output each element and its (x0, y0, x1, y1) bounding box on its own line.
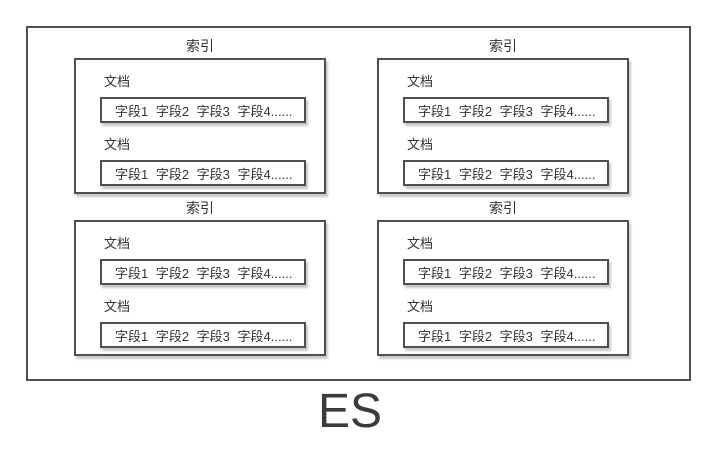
document-label: 文档 (407, 74, 434, 89)
fields-box: 字段1 字段2 字段3 字段4...... (403, 160, 609, 186)
fields-text: 字段1 字段2 字段3 字段4...... (418, 166, 596, 182)
fields-text: 字段1 字段2 字段3 字段4...... (115, 328, 293, 344)
fields-box: 字段1 字段2 字段3 字段4...... (100, 97, 306, 123)
index-label: 索引 (489, 38, 517, 54)
document-label: 文档 (104, 74, 131, 89)
fields-text: 字段1 字段2 字段3 字段4...... (115, 166, 293, 182)
fields-text: 字段1 字段2 字段3 字段4...... (115, 265, 293, 281)
document-label: 文档 (407, 299, 434, 314)
document-label: 文档 (407, 137, 434, 152)
document-section: 文档 字段1 字段2 字段3 字段4...... (403, 137, 627, 186)
fields-box: 字段1 字段2 字段3 字段4...... (100, 259, 306, 285)
es-cluster-box: 索引 文档 字段1 字段2 字段3 字段4...... 文档 字段1 字段2 字… (26, 26, 691, 381)
index-label: 索引 (489, 200, 517, 216)
fields-box: 字段1 字段2 字段3 字段4...... (100, 322, 306, 348)
document-section: 文档 字段1 字段2 字段3 字段4...... (403, 74, 627, 123)
document-section: 文档 字段1 字段2 字段3 字段4...... (100, 137, 324, 186)
document-label: 文档 (104, 236, 131, 251)
index-box: 文档 字段1 字段2 字段3 字段4...... 文档 字段1 字段2 字段3 … (74, 220, 326, 356)
index-label: 索引 (186, 38, 214, 54)
fields-box: 字段1 字段2 字段3 字段4...... (403, 322, 609, 348)
index-label: 索引 (186, 200, 214, 216)
index-group: 索引 文档 字段1 字段2 字段3 字段4...... 文档 字段1 字段2 字… (74, 36, 326, 194)
document-label: 文档 (407, 236, 434, 251)
diagram-title: ES (317, 385, 383, 438)
document-label: 文档 (104, 137, 131, 152)
fields-text: 字段1 字段2 字段3 字段4...... (418, 265, 596, 281)
document-section: 文档 字段1 字段2 字段3 字段4...... (100, 299, 324, 348)
index-box: 文档 字段1 字段2 字段3 字段4...... 文档 字段1 字段2 字段3 … (377, 220, 629, 356)
index-group: 索引 文档 字段1 字段2 字段3 字段4...... 文档 字段1 字段2 字… (74, 198, 326, 356)
document-section: 文档 字段1 字段2 字段3 字段4...... (100, 74, 324, 123)
fields-box: 字段1 字段2 字段3 字段4...... (403, 259, 609, 285)
index-group: 索引 文档 字段1 字段2 字段3 字段4...... 文档 字段1 字段2 字… (377, 36, 629, 194)
index-box: 文档 字段1 字段2 字段3 字段4...... 文档 字段1 字段2 字段3 … (74, 58, 326, 194)
fields-text: 字段1 字段2 字段3 字段4...... (115, 103, 293, 119)
index-group: 索引 文档 字段1 字段2 字段3 字段4...... 文档 字段1 字段2 字… (377, 198, 629, 356)
document-section: 文档 字段1 字段2 字段3 字段4...... (100, 236, 324, 285)
document-section: 文档 字段1 字段2 字段3 字段4...... (403, 299, 627, 348)
fields-text: 字段1 字段2 字段3 字段4...... (418, 103, 596, 119)
fields-box: 字段1 字段2 字段3 字段4...... (403, 97, 609, 123)
fields-text: 字段1 字段2 字段3 字段4...... (418, 328, 596, 344)
fields-box: 字段1 字段2 字段3 字段4...... (100, 160, 306, 186)
index-box: 文档 字段1 字段2 字段3 字段4...... 文档 字段1 字段2 字段3 … (377, 58, 629, 194)
document-label: 文档 (104, 299, 131, 314)
document-section: 文档 字段1 字段2 字段3 字段4...... (403, 236, 627, 285)
